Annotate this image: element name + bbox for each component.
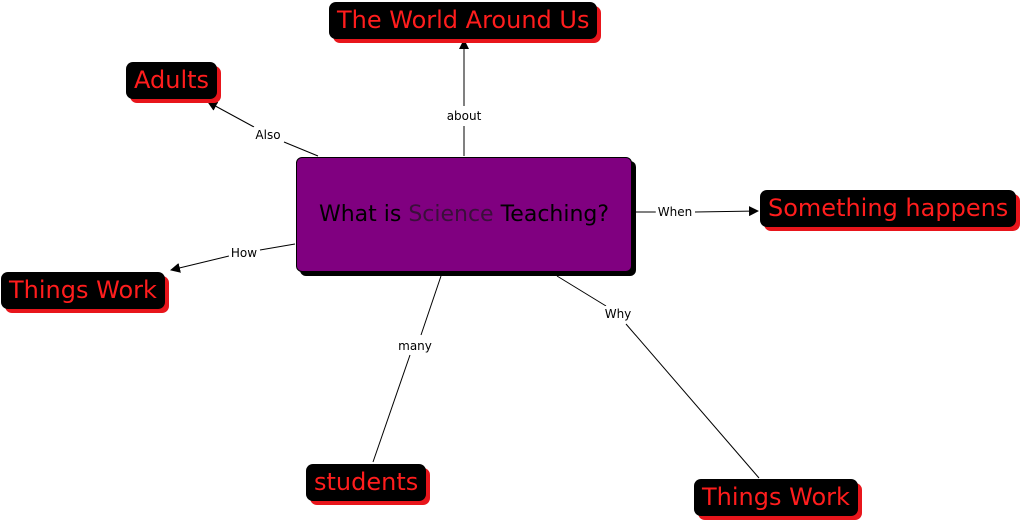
central-concept-text: What is Science Teaching? [319, 202, 609, 227]
central-concept[interactable]: What is Science Teaching? [296, 157, 632, 272]
node-things-work-right[interactable]: Things Work [694, 479, 858, 516]
link-label-when: When [655, 204, 695, 220]
link-label-why: Why [602, 306, 634, 322]
edge-also-line-a [283, 141, 319, 157]
node-adults[interactable]: Adults [126, 62, 218, 99]
edge-how-line-a [259, 243, 296, 251]
edge-many-line-a [420, 275, 442, 336]
link-label-also: Also [253, 127, 283, 143]
edge-many-line-b [372, 354, 411, 463]
link-label-many: many [396, 338, 434, 354]
node-world-around-us[interactable]: The World Around Us [329, 2, 598, 39]
edge-why-line-b [625, 323, 760, 479]
central-text-after: Teaching? [493, 202, 610, 227]
edge-how-line-b [170, 255, 230, 273]
link-label-about: about [444, 108, 484, 124]
edge-why-line-a [556, 275, 607, 307]
edge-when-line-b [694, 206, 759, 217]
central-text-before: What is [318, 202, 409, 227]
link-label-how: How [228, 245, 260, 261]
central-text-highlight: Science [408, 202, 494, 227]
edge-also-line-b [207, 101, 255, 128]
node-things-work-left[interactable]: Things Work [1, 272, 165, 309]
node-something-happens[interactable]: Something happens [760, 190, 1017, 227]
node-students[interactable]: students [306, 464, 427, 501]
